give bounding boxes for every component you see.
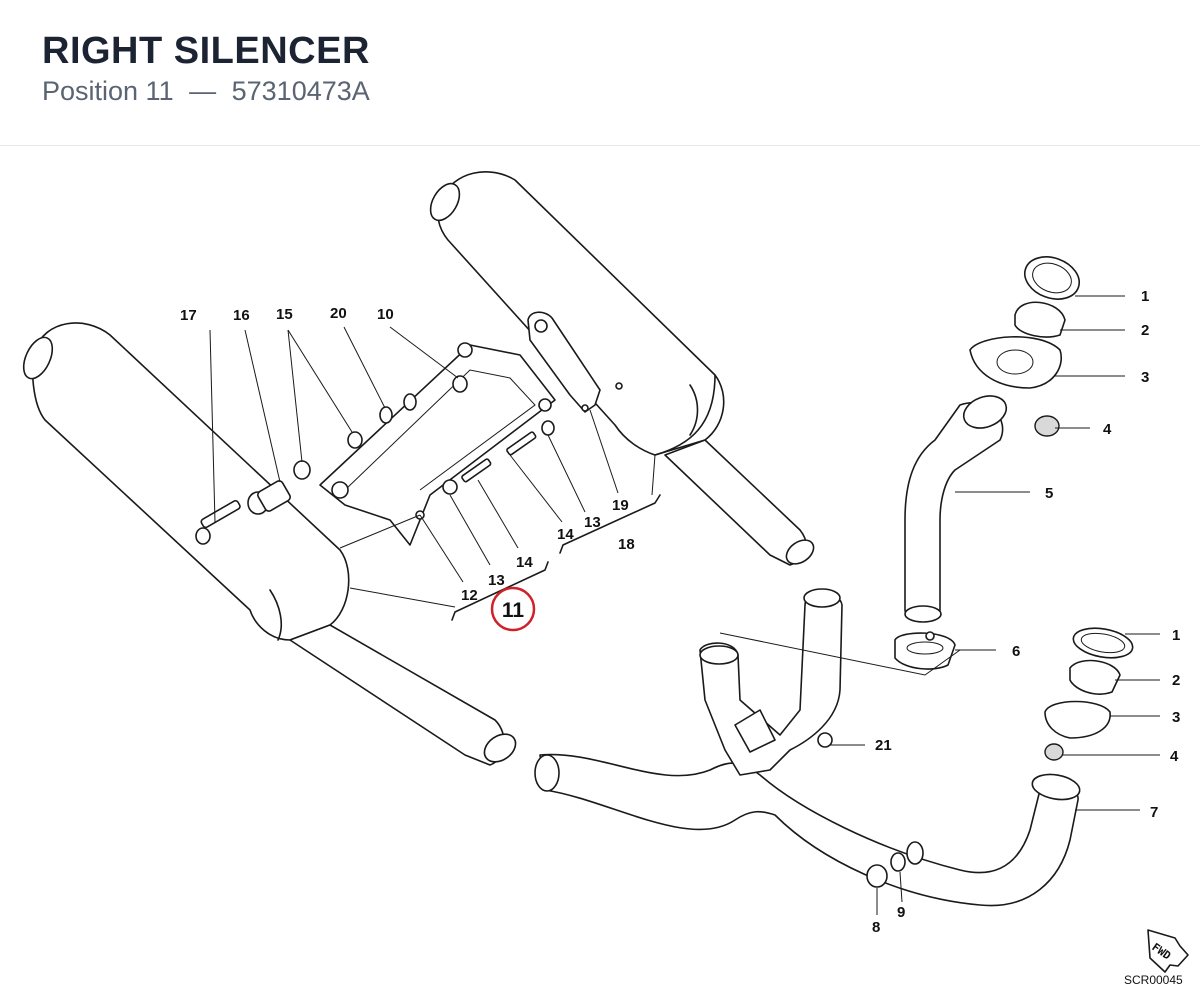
subtitle-separator: — bbox=[189, 76, 217, 106]
callout-1b: 1 bbox=[1172, 627, 1180, 644]
exhaust-pipe-7[interactable] bbox=[534, 753, 1082, 907]
upper-silencer[interactable] bbox=[425, 171, 818, 569]
callout-labels: 1 2 3 4 5 6 1 2 3 4 7 8 9 10 12 13 14 14… bbox=[180, 288, 1180, 936]
plug-8-washer-9[interactable] bbox=[866, 841, 924, 888]
part-number: 57310473A bbox=[231, 76, 370, 106]
callout-8: 8 bbox=[872, 919, 880, 936]
gasket-set-lower[interactable] bbox=[1044, 624, 1135, 761]
right-silencer-position-11[interactable] bbox=[18, 322, 521, 768]
callout-12: 12 bbox=[461, 587, 478, 604]
fasteners[interactable] bbox=[195, 375, 555, 545]
callout-21: 21 bbox=[875, 737, 892, 754]
callout-15: 15 bbox=[276, 306, 293, 323]
callout-3a: 3 bbox=[1141, 369, 1149, 386]
callout-20: 20 bbox=[330, 305, 347, 322]
gasket-set-upper[interactable] bbox=[969, 250, 1085, 437]
callout-13a: 13 bbox=[488, 572, 505, 589]
callout-10: 10 bbox=[377, 306, 394, 323]
exhaust-pipe-5[interactable] bbox=[904, 390, 1011, 623]
callout-4a: 4 bbox=[1103, 421, 1112, 438]
fwd-arrow-icon: FWD bbox=[1147, 929, 1189, 973]
leader-lines bbox=[209, 295, 1160, 915]
callout-18: 18 bbox=[618, 536, 635, 553]
exploded-parts-diagram: 1 2 3 4 5 6 1 2 3 4 7 8 9 10 12 13 14 14… bbox=[18, 171, 1189, 987]
callout-16: 16 bbox=[233, 307, 250, 324]
drawing-code: SCR00045 bbox=[1124, 973, 1183, 987]
callout-3b: 3 bbox=[1172, 709, 1180, 726]
callout-9: 9 bbox=[897, 904, 905, 921]
callout-11: 11 bbox=[502, 599, 525, 622]
callout-14b: 14 bbox=[557, 526, 574, 543]
callout-11-highlight[interactable]: 11 bbox=[490, 586, 536, 632]
callout-7: 7 bbox=[1150, 804, 1158, 821]
page-title: RIGHT SILENCER bbox=[42, 30, 370, 72]
callout-14a: 14 bbox=[516, 554, 533, 571]
page-subtitle: Position 11 — 57310473A bbox=[42, 76, 370, 107]
bracket-19[interactable] bbox=[527, 311, 623, 413]
page-header: RIGHT SILENCER Position 11 — 57310473A bbox=[0, 0, 1200, 146]
callout-13b: 13 bbox=[584, 514, 601, 531]
callout-6: 6 bbox=[1012, 643, 1020, 660]
callout-19: 19 bbox=[612, 497, 629, 514]
highlight-circle bbox=[490, 586, 536, 632]
callout-1a: 1 bbox=[1141, 288, 1149, 305]
callout-4b: 4 bbox=[1170, 748, 1179, 765]
callout-2b: 2 bbox=[1172, 672, 1180, 689]
callout-2a: 2 bbox=[1141, 322, 1149, 339]
callout-17: 17 bbox=[180, 307, 197, 324]
callout-5: 5 bbox=[1045, 485, 1053, 502]
clamp-6[interactable] bbox=[894, 631, 956, 670]
position-label: Position 11 bbox=[42, 76, 174, 106]
mounting-bracket[interactable] bbox=[319, 342, 556, 546]
y-pipe[interactable] bbox=[699, 588, 843, 776]
